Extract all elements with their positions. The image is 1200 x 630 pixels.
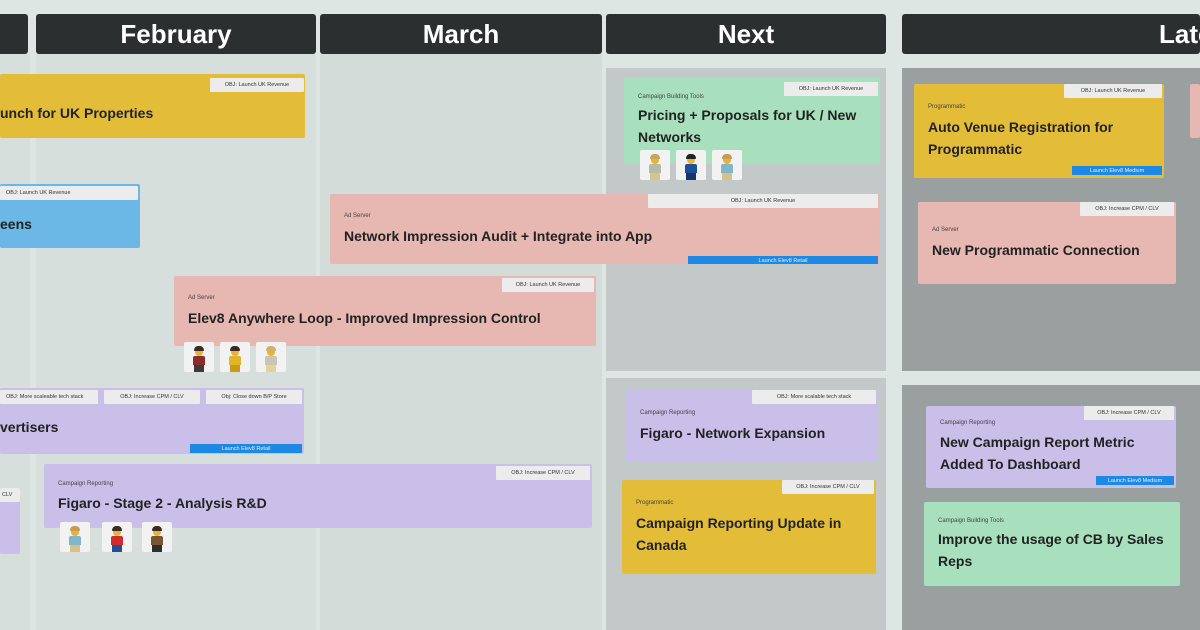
roadmap-card-figaro-network-expansion[interactable]: OBJ: More scalable tech stack Campaign R… xyxy=(626,390,878,462)
card-category: Ad Server xyxy=(932,227,959,233)
card-title: New Programmatic Connection xyxy=(932,242,1140,258)
roadmap-card-left-sliver[interactable]: CLV xyxy=(0,488,20,554)
card-title: Figaro - Stage 2 - Analysis R&D xyxy=(58,495,267,511)
card-title: Elev8 Anywhere Loop - Improved Impressio… xyxy=(188,310,541,326)
roadmap-card-pricing-proposals[interactable]: Campaign Building Tools OBJ: Launch UK R… xyxy=(624,78,880,164)
roadmap-card-uk-properties[interactable]: OBJ: Launch UK Revenue unch for UK Prope… xyxy=(0,74,305,138)
status-badge: Launch Elev8 Medium xyxy=(1072,166,1162,175)
card-title: Campaign Reporting Update in Canada xyxy=(636,515,842,553)
card-category: Campaign Reporting xyxy=(640,410,696,416)
assignee-avatar[interactable] xyxy=(676,150,706,180)
card-title: Figaro - Network Expansion xyxy=(640,425,826,441)
assignee-avatar[interactable] xyxy=(712,150,742,180)
roadmap-card-improve-cb-usage[interactable]: Campaign Building Tools Improve the usag… xyxy=(924,502,1180,586)
assignee-avatar[interactable] xyxy=(256,342,286,372)
roadmap-card-elev8-anywhere-loop[interactable]: OBJ: Launch UK Revenue Ad Server Elev8 A… xyxy=(174,276,596,346)
lego-figure-icon xyxy=(684,154,698,180)
card-category: Campaign Reporting xyxy=(58,481,114,487)
objective-tag: OBJ: Launch UK Revenue xyxy=(648,194,878,208)
assignee-avatar[interactable] xyxy=(142,522,172,552)
roadmap-card-auto-venue-registration[interactable]: OBJ: Launch UK Revenue Programmatic Auto… xyxy=(914,84,1164,178)
lego-figure-icon xyxy=(192,346,206,372)
roadmap-card-edge-sliver[interactable] xyxy=(1190,84,1200,138)
lego-figure-icon xyxy=(228,346,242,372)
objective-tag: OBJ: Launch UK Revenue xyxy=(784,82,878,96)
lego-figure-icon xyxy=(150,526,164,552)
assignee-avatar[interactable] xyxy=(184,342,214,372)
objective-tag: OBJ: Launch UK Revenue xyxy=(502,278,594,292)
lego-figure-icon xyxy=(720,154,734,180)
card-title: Network Impression Audit + Integrate int… xyxy=(344,228,653,244)
objective-tag: OBJ: More scaleable tech stack xyxy=(0,390,98,404)
lego-figure-icon xyxy=(264,346,278,372)
card-category: Campaign Building Tools xyxy=(638,94,704,100)
card-title: Auto Venue Registration for Programmatic xyxy=(928,119,1114,157)
objective-tag: OBJ: Launch UK Revenue xyxy=(0,186,138,200)
objective-tag: OBJ: Launch UK Revenue xyxy=(1064,84,1162,98)
status-badge: Launch Elev8 Retail xyxy=(190,444,302,453)
card-category: Ad Server xyxy=(344,213,371,219)
assignee-avatar[interactable] xyxy=(60,522,90,552)
card-title: Improve the usage of CB by Sales Reps xyxy=(938,531,1164,569)
card-category: Programmatic xyxy=(928,104,966,110)
card-category: Ad Server xyxy=(188,295,215,301)
roadmap-card-figaro-stage-2[interactable]: OBJ: Increase CPM / CLV Campaign Reporti… xyxy=(44,464,592,528)
column-header-label: March xyxy=(422,18,500,49)
assignee-avatar[interactable] xyxy=(220,342,250,372)
objective-tag: OBJ: Increase CPM / CLV xyxy=(782,480,874,494)
roadmap-card-new-campaign-report-metric[interactable]: OBJ: Increase CPM / CLV Campaign Reporti… xyxy=(926,406,1176,488)
lego-figure-icon xyxy=(648,154,662,180)
objective-tag: Obj: Close down B/P Store xyxy=(206,390,302,404)
objective-tag: OBJ: Increase CPM / CLV xyxy=(1084,406,1174,420)
column-header-next[interactable]: Next xyxy=(606,14,886,54)
column-header-label: Later xyxy=(1159,18,1200,49)
lego-figure-icon xyxy=(110,526,124,552)
card-title: eens xyxy=(0,216,32,232)
card-title: New Campaign Report Metric Added To Dash… xyxy=(940,434,1135,472)
objective-tag: OBJ: More scalable tech stack xyxy=(752,390,876,404)
objective-tag: OBJ: Launch UK Revenue xyxy=(210,78,304,92)
card-title: Pricing + Proposals for UK / New Network… xyxy=(638,107,857,145)
objective-tag: OBJ: Increase CPM / CLV xyxy=(1080,202,1174,216)
card-category: Campaign Building Tools xyxy=(938,518,1004,524)
roadmap-card-screens[interactable]: OBJ: Launch UK Revenue eens xyxy=(0,184,140,248)
objective-tag: OBJ: Increase CPM / CLV xyxy=(496,466,590,480)
roadmap-card-network-impression-audit[interactable]: OBJ: Launch UK Revenue Ad Server Network… xyxy=(330,194,880,264)
roadmap-card-advertisers[interactable]: OBJ: More scaleable tech stack OBJ: Incr… xyxy=(0,388,304,454)
objective-tag: OBJ: Increase CPM / CLV xyxy=(104,390,200,404)
column-header-march[interactable]: March xyxy=(320,14,602,54)
roadmap-card-reporting-canada[interactable]: OBJ: Increase CPM / CLV Programmatic Cam… xyxy=(622,480,876,574)
card-category: Programmatic xyxy=(636,500,674,506)
objective-tag: CLV xyxy=(0,488,20,502)
status-badge: Launch Elev8 Medium xyxy=(1096,476,1174,485)
roadmap-card-new-programmatic-connection[interactable]: OBJ: Increase CPM / CLV Ad Server New Pr… xyxy=(918,202,1176,284)
card-title: unch for UK Properties xyxy=(0,105,154,121)
assignee-avatar[interactable] xyxy=(640,150,670,180)
column-header-later[interactable]: Later xyxy=(902,14,1200,54)
column-header-label: February xyxy=(120,18,232,49)
lego-figure-icon xyxy=(68,526,82,552)
card-title: vertisers xyxy=(0,419,59,435)
card-category: Campaign Reporting xyxy=(940,420,996,426)
column-header-february[interactable]: February xyxy=(36,14,316,54)
assignee-avatar[interactable] xyxy=(102,522,132,552)
status-badge: Launch Elev8 Retail xyxy=(688,256,878,264)
column-header-january xyxy=(0,14,28,54)
column-header-label: Next xyxy=(717,18,775,49)
